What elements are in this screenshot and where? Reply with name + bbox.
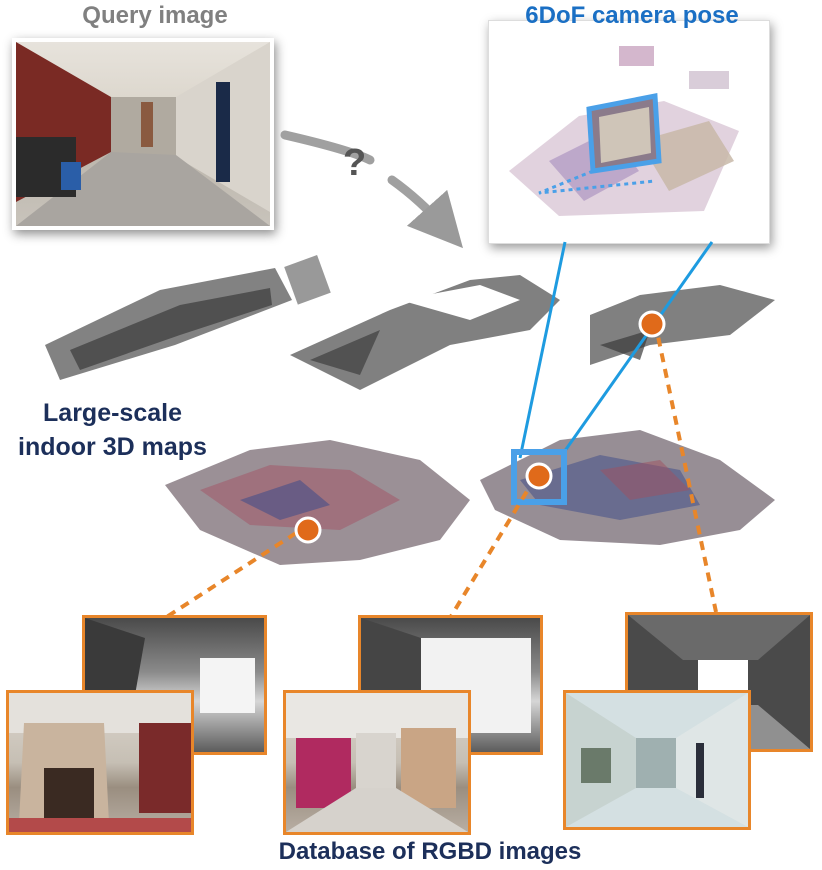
location-marker-1 (294, 516, 322, 544)
query-image-title: Query image (82, 2, 228, 29)
question-mark: ? (343, 142, 367, 184)
query-photo-scene (16, 42, 270, 226)
rgb-image-1 (6, 690, 194, 835)
rgb-image-3-scene (566, 693, 748, 827)
pose-line-left (518, 241, 567, 459)
query-arrow-end (387, 175, 463, 249)
leader-3 (653, 321, 718, 613)
rgb-image-2 (283, 690, 471, 835)
camera-pose-title: 6DoF camera pose (525, 2, 739, 29)
leader-2 (448, 476, 537, 620)
indoor-maps-label-line-2: indoor 3D maps (18, 433, 207, 461)
retrieved-location-box (511, 449, 567, 505)
indoor-map-3 (590, 285, 775, 365)
indoor-map-2 (290, 275, 560, 390)
indoor-map-1 (45, 255, 331, 380)
location-marker-2 (525, 462, 553, 490)
pose-line-right (560, 241, 714, 456)
query-arrow-start (280, 130, 375, 165)
indoor-map-5 (480, 430, 775, 545)
rgb-image-2-scene (286, 693, 468, 832)
rgb-image-1-scene (9, 693, 191, 832)
leader-1 (163, 531, 298, 620)
indoor-maps-label: Large-scale indoor 3D maps (0, 396, 225, 464)
camera-pose-panel (488, 20, 770, 244)
location-marker-3 (638, 310, 666, 338)
rgb-image-3 (563, 690, 751, 830)
indoor-maps-label-line-1: Large-scale (43, 399, 182, 427)
query-photo (12, 38, 274, 230)
indoor-map-4 (165, 440, 470, 565)
camera-pose-pointcloud (509, 46, 739, 216)
database-label: Database of RGBD images (278, 838, 582, 865)
